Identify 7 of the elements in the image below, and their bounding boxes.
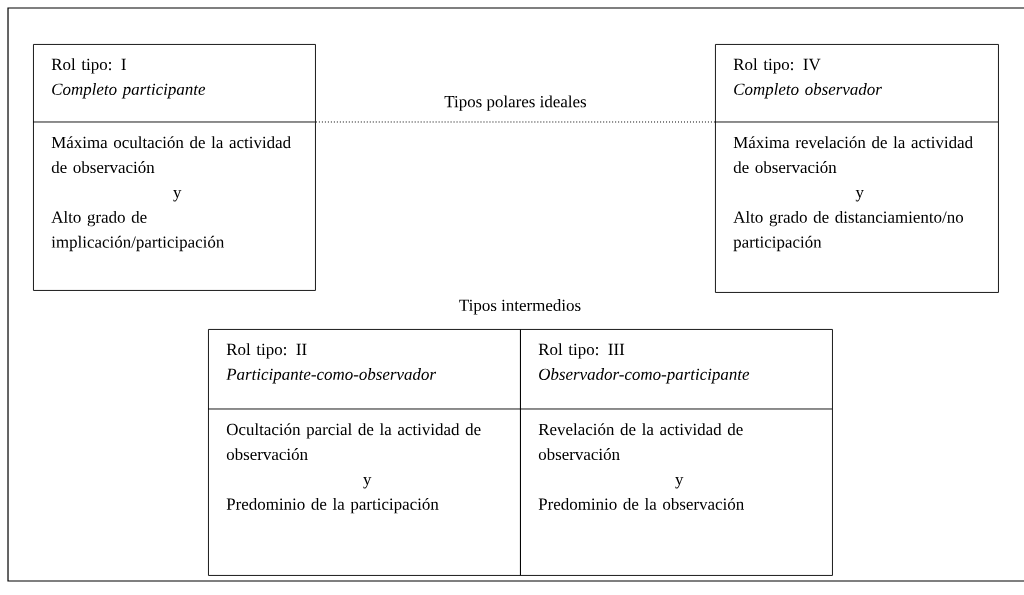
role-box: Rol tipo: IV Completo observador Máxima revelación de la actividad de observación y Alto grado de distanciamiento/no participación [714, 44, 999, 293]
role-box: Rol tipo: I Completo participante Máxima ocultación de la actividad de observación y Alto grado de implicación/participación [32, 44, 316, 291]
dotted-line [315, 121, 716, 123]
role-box: Rol tipo: II Participante-como-observador Ocultación parcial de la actividad de observación y Predominio de la participación [207, 329, 521, 576]
role-box: Rol tipo: III Observador-como-participante Revelación de la actividad de observación y Predominio de la observación [519, 329, 833, 576]
section-label: Tipos intermedios [459, 299, 581, 315]
edge-label: Tipos polares ideales [444, 95, 587, 111]
